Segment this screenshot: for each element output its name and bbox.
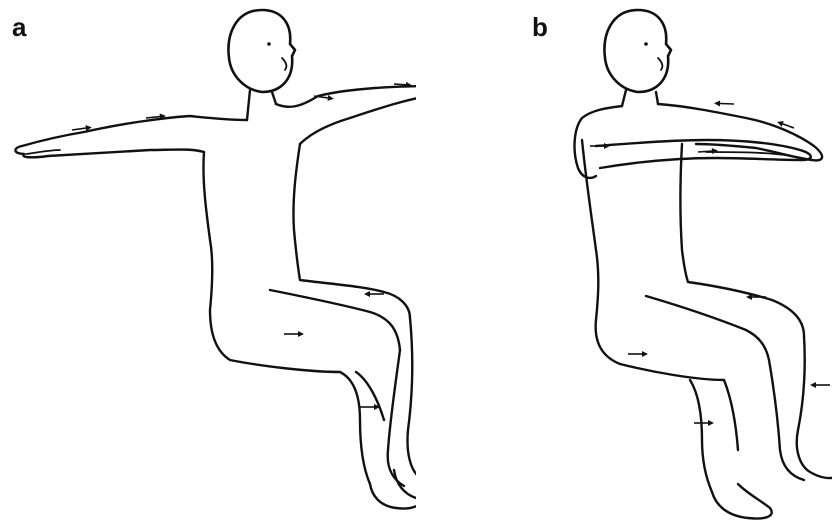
figure-a-torso-left: [203, 152, 340, 372]
figure-a-thigh-top: [270, 290, 400, 350]
arrow-b-3: [590, 143, 610, 149]
figure-b-torso-front: [681, 144, 805, 336]
figure-b-neck-right: [656, 92, 658, 104]
figure-b-thigh-top: [646, 296, 770, 366]
figure-a-torso-right: [293, 144, 410, 318]
figure-a-eye: [267, 42, 271, 46]
figure-b-torso-back: [582, 140, 724, 380]
figure-a-drawing: [0, 0, 416, 530]
arrow-a-6: [284, 331, 304, 337]
figure-a-neck-left: [247, 90, 250, 120]
figure-b-leg-front: [797, 336, 832, 478]
figure-a-neck-right: [272, 92, 276, 104]
figure-a-leg-front: [394, 318, 416, 501]
panel-a: a: [0, 0, 416, 530]
arrow-b-6: [628, 351, 648, 357]
figure-b-drawing: [416, 0, 832, 530]
figure-b-eye: [644, 42, 648, 46]
arrow-b-7: [694, 420, 714, 426]
arrow-b-4: [698, 148, 718, 155]
figure-b-head: [604, 10, 671, 92]
figure-a-lower-leg: [340, 372, 416, 509]
figure-b-neck-left: [622, 90, 626, 106]
figure-a-head: [228, 10, 295, 92]
arrow-b-1: [714, 100, 734, 107]
panel-b: b: [416, 0, 832, 530]
figure-a-right-arm: [276, 85, 416, 144]
figure-a-leg-back: [388, 350, 404, 486]
arrow-a-7: [360, 404, 380, 410]
arrow-b-8: [810, 382, 830, 388]
